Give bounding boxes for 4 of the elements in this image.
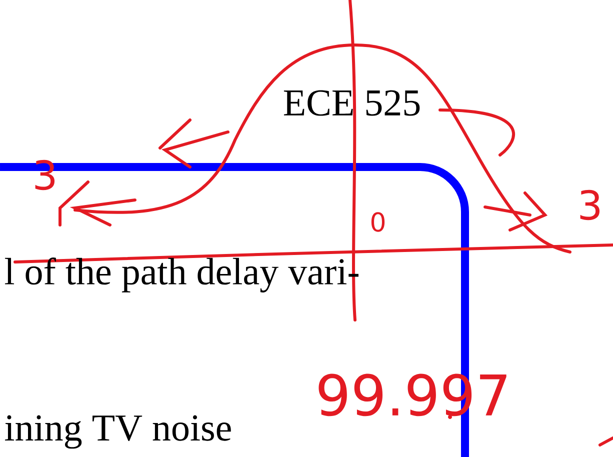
handwritten-number: 3 [580,190,600,220]
body-text: ining TV noise [5,415,231,449]
handwritten-number: 0 [371,212,385,232]
page-header: ECE 525 [284,90,420,116]
